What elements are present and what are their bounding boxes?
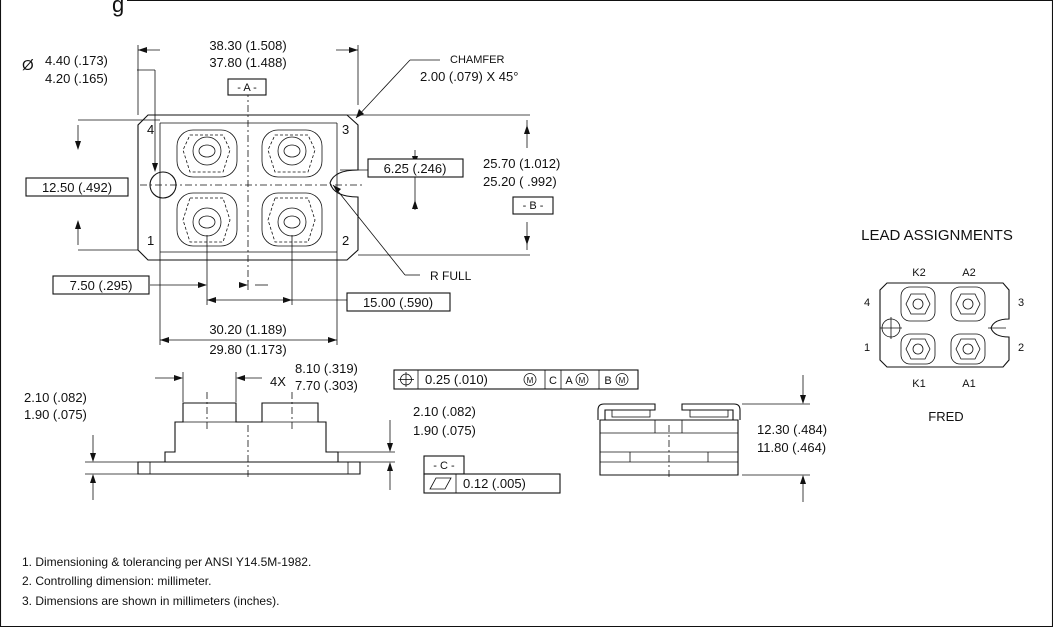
pin-3-label: 3 bbox=[342, 122, 349, 137]
datum-b-box bbox=[512, 196, 554, 215]
base-thickness-max: 2.10 (.082) bbox=[413, 404, 476, 419]
hole-dia-min: 4.20 (.165) bbox=[45, 71, 108, 86]
lead-spacing: 15.00 (.590) bbox=[363, 295, 433, 310]
position-tolerance-frame bbox=[393, 369, 639, 390]
terminal-width-min: 7.70 (.303) bbox=[295, 378, 358, 393]
datum-a-ref: A bbox=[565, 375, 573, 387]
overall-thickness-max: 12.30 (.484) bbox=[757, 422, 827, 437]
position-tolerance: 0.25 (.010) bbox=[425, 372, 488, 387]
datum-b: - B - bbox=[523, 200, 544, 212]
lead-a1: A1 bbox=[962, 378, 975, 390]
side-view-dimensions bbox=[85, 372, 395, 500]
pin-2-label: 2 bbox=[342, 233, 349, 248]
flatness-tolerance-frame bbox=[423, 473, 561, 494]
terminal-width-max: 8.10 (.319) bbox=[295, 361, 358, 376]
lead-offset-box bbox=[52, 275, 150, 295]
mmc-symbol-icon bbox=[575, 373, 589, 386]
hole-spacing-max: 30.20 (1.189) bbox=[209, 322, 286, 337]
hole-offset-box bbox=[25, 177, 129, 197]
hole-spacing-min: 29.80 (1.173) bbox=[209, 342, 286, 357]
terminal-height-max: 2.10 (.082) bbox=[24, 390, 87, 405]
lead-assignments-diagram bbox=[879, 282, 1010, 368]
pin-1-label: 1 bbox=[147, 233, 154, 248]
r-full-label: R FULL bbox=[430, 269, 472, 283]
overall-height-max: 25.70 (1.012) bbox=[483, 156, 560, 171]
mounting-hole bbox=[149, 171, 177, 199]
side-view bbox=[137, 392, 361, 480]
note-3: 3. Dimensions are shown in millimeters (… bbox=[22, 594, 279, 608]
chamfer-value: 2.00 (.079) X 45° bbox=[420, 69, 518, 84]
overall-thickness-min: 11.80 (.464) bbox=[757, 440, 826, 455]
note-2: 2. Controlling dimension: millimeter. bbox=[22, 574, 211, 588]
lead-k1: K1 bbox=[912, 378, 925, 390]
terminal-qty: 4X bbox=[270, 374, 286, 389]
datum-c-ref: C bbox=[549, 375, 557, 387]
terminal-height-min: 1.90 (.075) bbox=[24, 407, 87, 422]
lead-pin-1: 1 bbox=[864, 342, 870, 354]
title-fragment: g bbox=[112, 0, 124, 17]
overall-height-min: 25.20 ( .992) bbox=[483, 174, 557, 189]
lead-a2: A2 bbox=[962, 267, 975, 279]
notch-offset: 6.25 (.246) bbox=[384, 161, 447, 176]
datum-a-box bbox=[227, 78, 267, 96]
lead-pin-3: 3 bbox=[1018, 297, 1024, 309]
lead-assignments-title: LEAD ASSIGNMENTS bbox=[861, 227, 1013, 244]
lead-k2: K2 bbox=[912, 267, 925, 279]
mmc-symbol-3: M bbox=[619, 376, 626, 385]
overall-width-max: 38.30 (1.508) bbox=[209, 38, 286, 53]
mmc-symbol-icon bbox=[523, 373, 537, 386]
terminal-pads bbox=[176, 129, 323, 247]
lead-offset: 7.50 (.295) bbox=[70, 278, 133, 293]
mmc-symbol-icon bbox=[615, 373, 629, 386]
overall-width-min: 37.80 (1.488) bbox=[209, 55, 286, 70]
hole-offset: 12.50 (.492) bbox=[42, 180, 112, 195]
lead-assignments-caption: FRED bbox=[928, 409, 963, 424]
mmc-symbol-2: M bbox=[579, 376, 586, 385]
mmc-symbol-1: M bbox=[527, 376, 534, 385]
notch-offset-box bbox=[367, 158, 464, 178]
note-1: 1. Dimensioning & tolerancing per ANSI Y… bbox=[22, 555, 311, 569]
chamfer-label: CHAMFER bbox=[450, 54, 504, 66]
hole-dia-max: 4.40 (.173) bbox=[45, 53, 108, 68]
lead-pin-4: 4 bbox=[864, 297, 870, 309]
end-view-dimensions bbox=[742, 375, 810, 502]
pin-4-label: 4 bbox=[147, 122, 154, 137]
datum-b-ref: B bbox=[604, 375, 611, 387]
datum-a: - A - bbox=[237, 82, 257, 94]
top-view-dimensions bbox=[75, 45, 530, 345]
flatness-tolerance: 0.12 (.005) bbox=[463, 476, 526, 491]
flatness-symbol-icon bbox=[429, 477, 452, 490]
datum-c: - C - bbox=[433, 460, 455, 472]
lead-pin-2: 2 bbox=[1018, 342, 1024, 354]
top-view: 4 3 1 2 bbox=[137, 90, 365, 285]
end-view bbox=[597, 403, 741, 480]
diameter-symbol: Ø bbox=[22, 57, 34, 74]
base-thickness-min: 1.90 (.075) bbox=[413, 423, 476, 438]
lead-spacing-box bbox=[346, 292, 451, 312]
